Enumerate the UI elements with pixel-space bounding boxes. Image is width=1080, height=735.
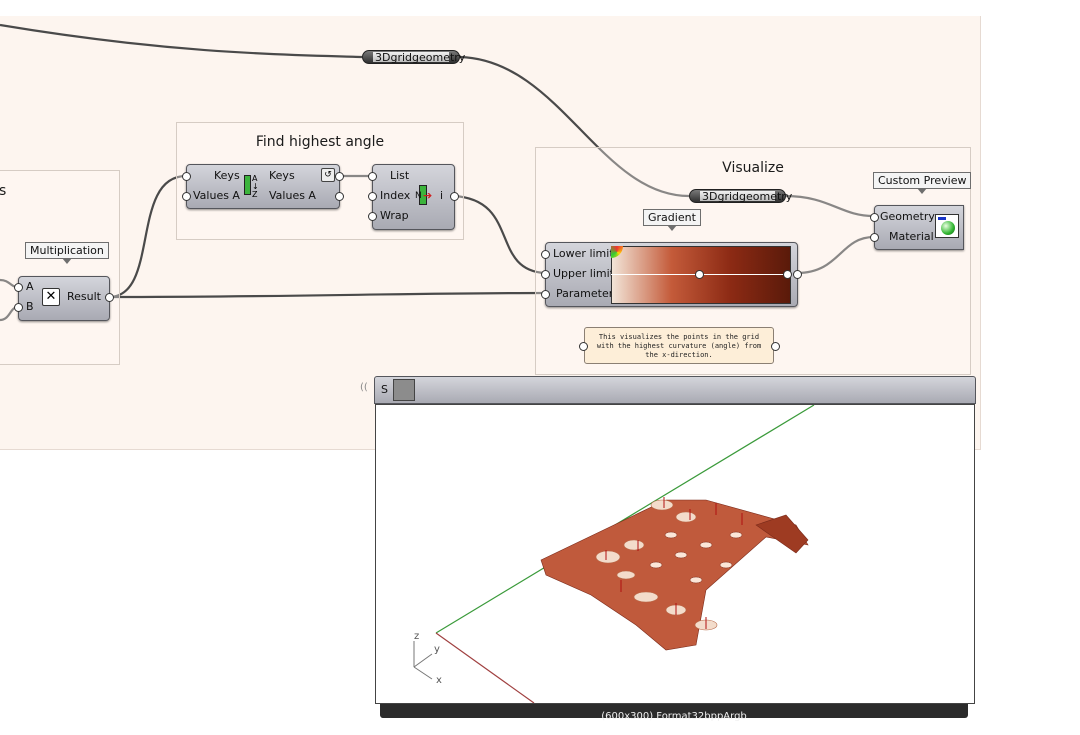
viewer-status-text: (600x300) Format32bppArgb	[601, 711, 747, 722]
gradient-right-handle[interactable]	[783, 270, 792, 279]
viewer-label: S	[381, 383, 388, 396]
sort-in-values: Values A	[193, 189, 240, 202]
list-item-component[interactable]: List Index Wrap N ➔ i	[368, 164, 459, 230]
highlight-cells	[595, 499, 718, 631]
list-in-list: List	[390, 169, 410, 182]
wire-top-out	[459, 55, 690, 198]
refresh-icon[interactable]: ↺	[321, 168, 335, 182]
list-out-i: i	[440, 189, 444, 202]
axis-y-label: y	[434, 644, 440, 655]
grip-upper[interactable]	[541, 270, 550, 279]
grip-material[interactable]	[870, 233, 879, 242]
viewer-status-bar: (600x300) Format32bppArgb	[380, 704, 968, 722]
grip-sort-out-values[interactable]	[335, 192, 344, 201]
output-result: Result	[67, 290, 101, 303]
preview-geometry: Geometry	[880, 210, 935, 223]
viewer-grip[interactable]: ((	[360, 382, 368, 393]
grip-gradient-out[interactable]	[793, 270, 802, 279]
group-left-title: s	[0, 183, 7, 199]
red-axis-line	[435, 632, 535, 703]
wire-result-param	[108, 291, 546, 299]
gradient-tag: Gradient	[643, 209, 701, 231]
sort-list-component[interactable]: Keys Values A A↓Z Keys Values A ↺	[182, 164, 344, 209]
note-panel[interactable]: This visualizes the points in the grid w…	[584, 327, 774, 364]
multiplication-component[interactable]: A B ✕ Result	[14, 276, 114, 321]
custom-preview-tag: Custom Preview	[873, 172, 972, 194]
green-axis-line	[435, 405, 815, 634]
viewport-render[interactable]: z y x	[375, 404, 975, 704]
sort-out-values: Values A	[269, 189, 316, 202]
list-in-index: Index	[380, 189, 411, 202]
preview-material: Material	[889, 230, 934, 243]
relay-mid-label: 3Dgridgeometry	[700, 190, 793, 203]
curvature-mesh	[540, 499, 809, 651]
sort-list-icon: A↓Z	[244, 175, 262, 199]
grip-a[interactable]	[14, 283, 23, 292]
group-find-highest-angle-title: Find highest angle	[255, 134, 385, 150]
viewer-header[interactable]: S	[374, 376, 976, 404]
axis-z-label: z	[414, 631, 419, 642]
multiply-icon: ✕	[42, 288, 60, 306]
grip-list-out[interactable]	[450, 192, 459, 201]
grip-sort-values[interactable]	[182, 192, 191, 201]
relay-3dgridgeometry-mid[interactable]: 3Dgridgeometry	[689, 189, 793, 203]
list-in-wrap: Wrap	[380, 209, 409, 222]
gradient-midpoint-handle[interactable]	[695, 270, 704, 279]
wire-result-keys	[108, 174, 187, 299]
input-b: B	[26, 300, 34, 313]
sort-in-keys: Keys	[214, 169, 240, 182]
grip-lower[interactable]	[541, 250, 550, 259]
curvature-markers	[605, 497, 743, 629]
group-left[interactable]: s	[0, 170, 120, 365]
gradient-lower: Lower limit	[553, 247, 614, 260]
panel-grip-right[interactable]	[771, 342, 780, 351]
relay-3dgridgeometry-top[interactable]: 3Dgridgeometry	[362, 50, 466, 64]
wire-mid-out	[784, 194, 875, 218]
wire-listitem-out	[453, 194, 546, 275]
grip-sort-out-keys[interactable]	[335, 172, 344, 181]
multiplication-tag: Multiplication	[25, 242, 109, 264]
relay-top-label: 3Dgridgeometry	[373, 51, 466, 64]
grip-index[interactable]	[368, 192, 377, 201]
axis-x-label: x	[436, 675, 442, 686]
axis-gizmo	[413, 641, 433, 680]
grip-b[interactable]	[14, 303, 23, 312]
gradient-upper: Upper limit	[553, 267, 614, 280]
image-icon	[393, 379, 415, 401]
grip-wrap[interactable]	[368, 212, 377, 221]
list-item-icon: N ➔	[413, 185, 433, 205]
gradient-parameter: Parameter	[556, 287, 614, 300]
custom-preview-icon	[935, 214, 959, 238]
grip-sort-keys[interactable]	[182, 172, 191, 181]
gradient-component[interactable]: Lower limit Upper limit Parameter	[541, 242, 802, 307]
custom-preview-component[interactable]: Geometry Material	[870, 205, 964, 250]
group-visualize-title: Visualize	[722, 160, 784, 176]
grip-geometry[interactable]	[870, 213, 879, 222]
panel-grip-left[interactable]	[579, 342, 588, 351]
grip-result[interactable]	[105, 293, 114, 302]
mesh-holes	[649, 531, 743, 584]
grip-list[interactable]	[368, 172, 377, 181]
sort-out-keys: Keys	[269, 169, 295, 182]
input-a: A	[26, 280, 34, 293]
wire-gradient-out	[796, 235, 875, 275]
wire-top-in	[0, 23, 363, 59]
image-viewer[interactable]: S ((	[360, 376, 978, 722]
grip-parameter[interactable]	[541, 290, 550, 299]
